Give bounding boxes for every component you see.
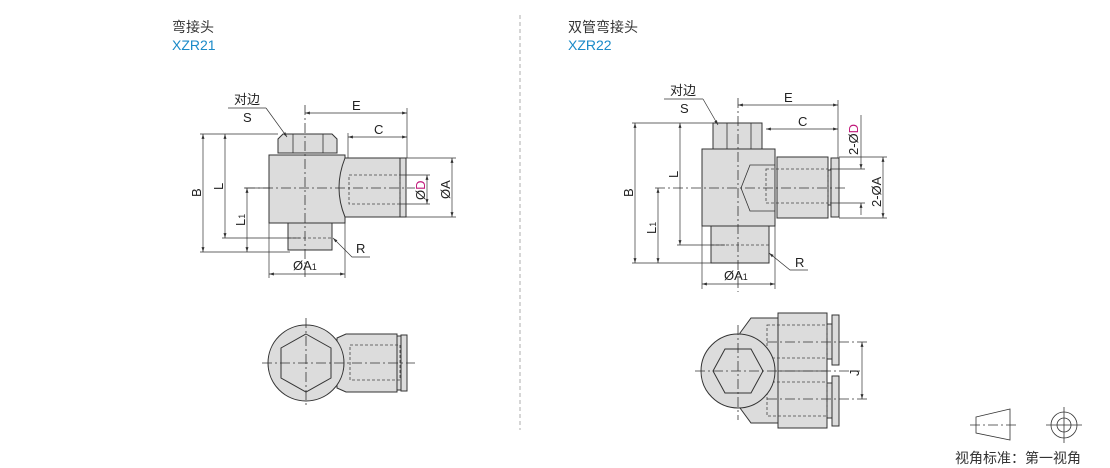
projection-standard-label: 视角标准：第一视角 [955, 450, 1081, 466]
xzr22-side-view: 对边 S E C B L L1 2-ØD 2-ØA ØA1 R [621, 83, 887, 292]
label-l: L [211, 183, 226, 190]
left-title: 弯接头 [172, 19, 214, 35]
label-oa1-2: ØA1 [724, 268, 748, 283]
label-e-2: E [784, 90, 793, 105]
label-s: S [243, 110, 252, 125]
label-oa: ØA [438, 180, 453, 199]
label-od: ØD [413, 180, 428, 200]
label-2od: 2-ØD [846, 124, 861, 155]
label-r: R [356, 241, 365, 256]
label-l1-2: L1 [644, 222, 659, 234]
label-e: E [352, 98, 361, 113]
right-model-code: XZR22 [568, 37, 612, 53]
xzr22-top-view: J [695, 312, 870, 429]
label-across-flats-2: 对边 [670, 83, 696, 98]
left-model-code: XZR21 [172, 37, 216, 53]
label-s-2: S [680, 101, 689, 116]
label-c-2: C [798, 114, 807, 129]
label-j: J [847, 370, 862, 377]
first-angle-projection-symbol [970, 407, 1082, 443]
xzr21-top-view [262, 318, 415, 407]
label-b-2: B [621, 188, 636, 197]
label-l-2: L [666, 171, 681, 178]
label-l1: L1 [233, 214, 248, 226]
label-c: C [374, 122, 383, 137]
label-b: B [189, 188, 204, 197]
label-across-flats: 对边 [234, 92, 260, 107]
right-title: 双管弯接头 [568, 19, 638, 35]
label-2oa: 2-ØA [869, 176, 884, 207]
xzr21-side-view: 对边 S E C B L L1 ØD ØA ØA1 R [189, 92, 456, 278]
label-r-2: R [795, 255, 804, 270]
label-oa1: ØA1 [293, 258, 317, 273]
